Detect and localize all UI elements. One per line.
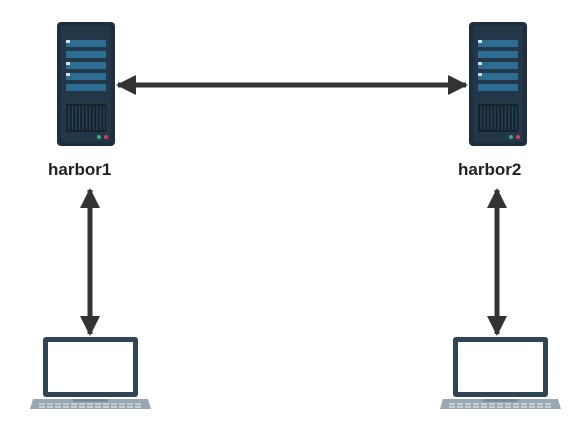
server-label-harbor2: harbor2 [458, 160, 522, 179]
server-label-harbor1: harbor1 [48, 160, 112, 179]
laptop-icon [440, 337, 561, 409]
laptop-icon [30, 337, 151, 409]
server-icon [468, 21, 528, 147]
server-icon [56, 21, 116, 147]
